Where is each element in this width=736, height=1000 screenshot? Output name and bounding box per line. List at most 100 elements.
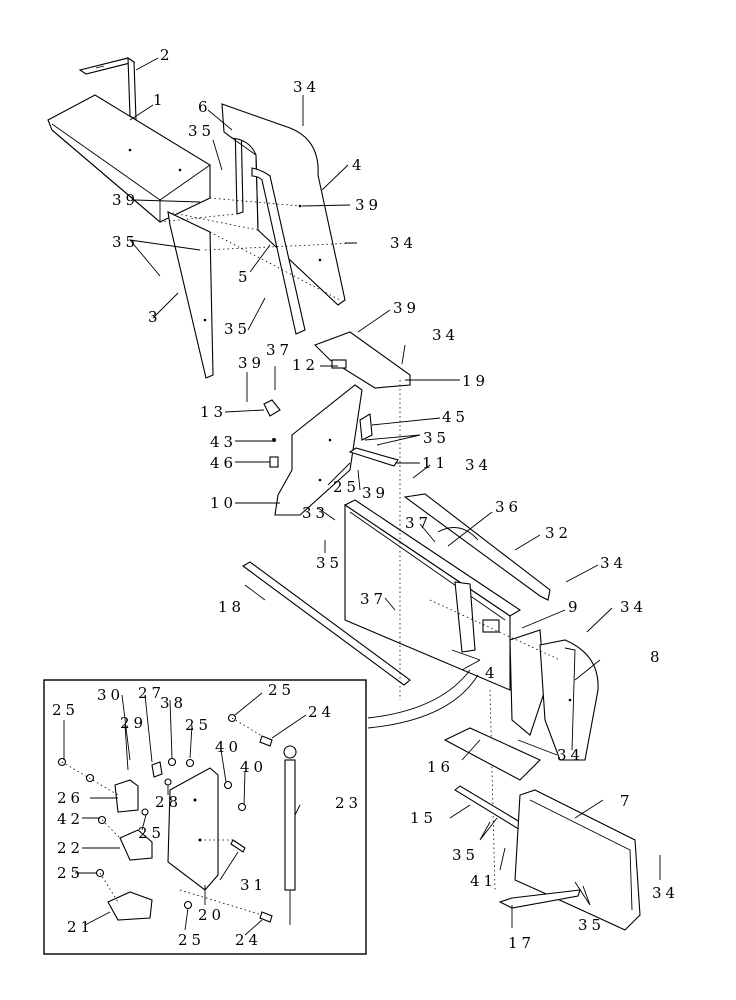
callout-25: 25 — [185, 716, 212, 734]
callout-40: 40 — [240, 758, 267, 776]
callout-24: 24 — [308, 703, 335, 721]
part-43-nut — [272, 438, 276, 442]
callout-21: 21 — [67, 918, 94, 936]
callout-33: 33 — [302, 504, 329, 522]
callout-34: 34 — [620, 598, 647, 616]
part-36-handle — [437, 527, 479, 541]
part-5-liner — [251, 167, 306, 335]
callout-25: 25 — [333, 478, 360, 496]
callout-42: 42 — [57, 810, 84, 828]
callout-7: 7 — [620, 792, 634, 810]
alignment-line — [399, 380, 561, 891]
inset-parts — [57, 713, 297, 925]
callout-25: 25 — [178, 931, 205, 949]
callout-3: 3 — [148, 308, 162, 326]
callout-35: 35 — [188, 122, 215, 140]
callout-39: 39 — [355, 196, 382, 214]
callout-39: 39 — [393, 299, 420, 317]
callout-16: 16 — [427, 758, 454, 776]
callout-35: 35 — [224, 320, 251, 338]
callout-32: 32 — [545, 524, 572, 542]
part-9-panel — [509, 629, 546, 736]
part-13-tab — [263, 399, 281, 417]
callout-25: 25 — [52, 701, 79, 719]
callout-8: 8 — [650, 648, 664, 666]
callout-36: 36 — [495, 498, 522, 516]
callout-35: 35 — [578, 916, 605, 934]
callout-34: 34 — [465, 456, 492, 474]
part-10-bracket — [274, 384, 363, 516]
callout-45: 45 — [442, 408, 469, 426]
curved-strap — [367, 669, 479, 729]
callout-37: 37 — [405, 514, 432, 532]
part-3-side-plate — [167, 211, 214, 379]
callout-34: 34 — [432, 326, 459, 344]
callout-27: 27 — [138, 684, 165, 702]
callout-41: 41 — [470, 872, 497, 890]
callout-29: 29 — [120, 714, 147, 732]
callout-24: 24 — [235, 931, 262, 949]
part-8-side-panel — [539, 639, 599, 761]
callout-1: 1 — [153, 91, 167, 109]
callout-26: 26 — [57, 789, 84, 807]
callout-22: 22 — [57, 839, 84, 857]
part-4-side-panel — [221, 103, 346, 306]
callout-20: 20 — [198, 906, 225, 924]
callout-35: 35 — [316, 554, 343, 572]
callout-43: 43 — [210, 433, 237, 451]
callout-19: 19 — [462, 372, 489, 390]
callout-17: 17 — [508, 934, 535, 952]
part-11-arm — [348, 447, 399, 467]
callout-30: 30 — [97, 686, 124, 704]
callout-34: 34 — [557, 746, 584, 764]
callout-6: 6 — [198, 98, 212, 116]
callout-5: 5 — [238, 268, 252, 286]
callout-10: 10 — [210, 494, 237, 512]
callout-40: 40 — [215, 738, 242, 756]
part-33-housing — [343, 499, 522, 691]
part-17-arm — [498, 889, 581, 909]
callout-35: 35 — [423, 429, 450, 447]
part-32-rail — [403, 493, 551, 601]
callout-9: 9 — [568, 598, 582, 616]
callout-28: 28 — [155, 793, 182, 811]
callout-4: 4 — [485, 664, 499, 682]
part-1-top-cover — [47, 94, 211, 223]
callout-12: 12 — [292, 356, 319, 374]
part-46-bolt — [269, 456, 279, 468]
callout-2: 2 — [160, 46, 174, 64]
callout-37: 37 — [360, 590, 387, 608]
callout-25: 25 — [138, 824, 165, 842]
callout-39: 39 — [112, 191, 139, 209]
callout-23: 23 — [335, 794, 362, 812]
inset-frame — [43, 679, 367, 955]
callout-39: 39 — [238, 354, 265, 372]
callout-34: 34 — [652, 884, 679, 902]
callout-46: 46 — [210, 454, 237, 472]
callout-25: 25 — [57, 864, 84, 882]
part-18-strip — [241, 561, 411, 686]
callout-18: 18 — [218, 598, 245, 616]
callout-34: 34 — [600, 554, 627, 572]
part-2-bracket — [78, 56, 137, 122]
callout-labels: 2 1 34 6 35 4 39 39 35 34 5 3 35 39 34 3… — [52, 46, 679, 952]
callout-25: 25 — [268, 681, 295, 699]
callout-15: 15 — [410, 809, 437, 827]
part-16-plate — [443, 727, 541, 781]
leader-lines — [63, 57, 661, 936]
callout-13: 13 — [200, 403, 227, 421]
callout-38: 38 — [160, 694, 187, 712]
callout-39: 39 — [362, 484, 389, 502]
callout-4: 4 — [352, 156, 366, 174]
callout-37: 37 — [266, 341, 293, 359]
callout-35: 35 — [112, 233, 139, 251]
callout-11: 11 — [422, 454, 449, 472]
callout-35: 35 — [452, 846, 479, 864]
part-45-clip — [359, 413, 373, 441]
part-19-plate — [314, 331, 411, 389]
callout-34: 34 — [293, 78, 320, 96]
alignment-line — [159, 197, 356, 301]
callout-31: 31 — [240, 876, 267, 894]
part-7-lower-panel — [514, 789, 641, 931]
